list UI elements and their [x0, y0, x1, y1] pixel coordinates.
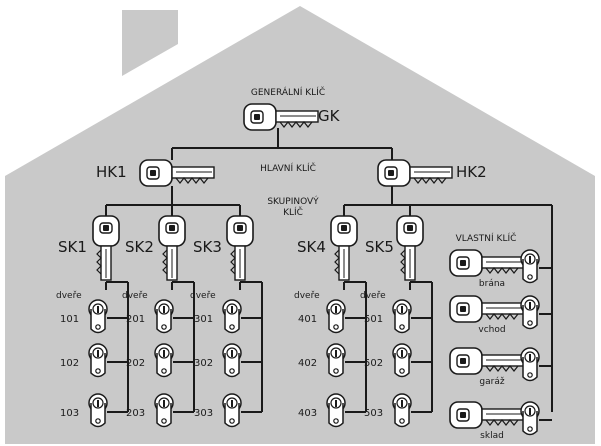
main-key-caption: HLAVNÍ KLÍČ: [260, 162, 316, 174]
lock-cylinder-icon: [89, 300, 107, 333]
door-number: 201: [126, 314, 145, 325]
group-key-code: SK4: [297, 238, 326, 256]
group-key-code: SK3: [193, 238, 222, 256]
lock-cylinder-icon: [327, 300, 345, 333]
own-key-label: garáž: [479, 377, 504, 387]
main-key-code: HK2: [456, 163, 487, 181]
door-number: 103: [60, 408, 79, 419]
door-column-header: dveře: [190, 291, 216, 301]
lock-cylinder-icon: [223, 344, 241, 377]
door-number: 502: [364, 358, 383, 369]
door-column-header: dveře: [122, 291, 148, 301]
lock-cylinder-icon: [393, 300, 411, 333]
door-number: 203: [126, 408, 145, 419]
lock-cylinder-icon: [155, 344, 173, 377]
own-key-label: brána: [479, 279, 505, 289]
group-key-caption-line2: KLÍČ: [283, 206, 303, 218]
lock-cylinder-icon: [393, 344, 411, 377]
door-number: 102: [60, 358, 79, 369]
lock-cylinder-icon: [89, 394, 107, 427]
door-column-header: dveře: [56, 291, 82, 301]
own-key-label: vchod: [478, 325, 505, 335]
lock-cylinder-icon: [223, 394, 241, 427]
group-key-code: SK5: [365, 238, 394, 256]
lock-cylinder-icon: [521, 402, 539, 435]
own-key-caption: VLASTNÍ KLÍČ: [456, 232, 517, 244]
door-number: 501: [364, 314, 383, 325]
door-number: 303: [194, 408, 213, 419]
lock-cylinder-icon: [521, 250, 539, 283]
group-key-caption-line1: SKUPINOVÝ: [267, 195, 319, 207]
door-number: 202: [126, 358, 145, 369]
door-number: 401: [298, 314, 317, 325]
lock-cylinder-icon: [155, 394, 173, 427]
lock-cylinder-icon: [223, 300, 241, 333]
door-number: 301: [194, 314, 213, 325]
door-number: 503: [364, 408, 383, 419]
door-column-header: dveře: [294, 291, 320, 301]
lock-cylinder-icon: [327, 344, 345, 377]
door-number: 101: [60, 314, 79, 325]
lock-cylinder-icon: [521, 296, 539, 329]
own-key-label: sklad: [480, 431, 504, 441]
lock-cylinder-icon: [393, 394, 411, 427]
master-key-caption: GENERÁLNÍ KLÍČ: [251, 86, 325, 98]
master-key-code: GK: [318, 107, 341, 125]
door-column-header: dveře: [360, 291, 386, 301]
lock-cylinder-icon: [521, 348, 539, 381]
house-chimney: [124, 12, 176, 74]
group-key-code: SK2: [125, 238, 154, 256]
lock-cylinder-icon: [155, 300, 173, 333]
door-number: 402: [298, 358, 317, 369]
door-number: 403: [298, 408, 317, 419]
lock-cylinder-icon: [327, 394, 345, 427]
door-number: 302: [194, 358, 213, 369]
lock-cylinder-icon: [89, 344, 107, 377]
group-key-code: SK1: [58, 238, 87, 256]
main-key-code: HK1: [96, 163, 127, 181]
